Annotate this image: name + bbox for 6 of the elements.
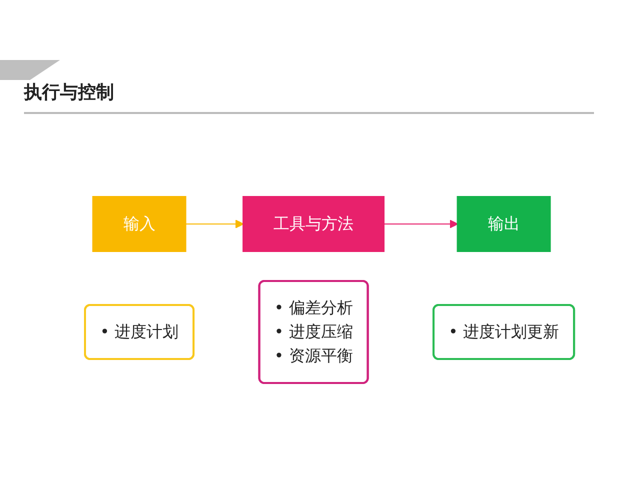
- arrow: [384, 220, 459, 228]
- page-title: 执行与控制: [24, 81, 114, 104]
- node-box: 工具与方法: [243, 196, 385, 252]
- node-box: 输入: [92, 196, 187, 252]
- node-box: 输出: [457, 196, 552, 252]
- arrow: [185, 220, 244, 228]
